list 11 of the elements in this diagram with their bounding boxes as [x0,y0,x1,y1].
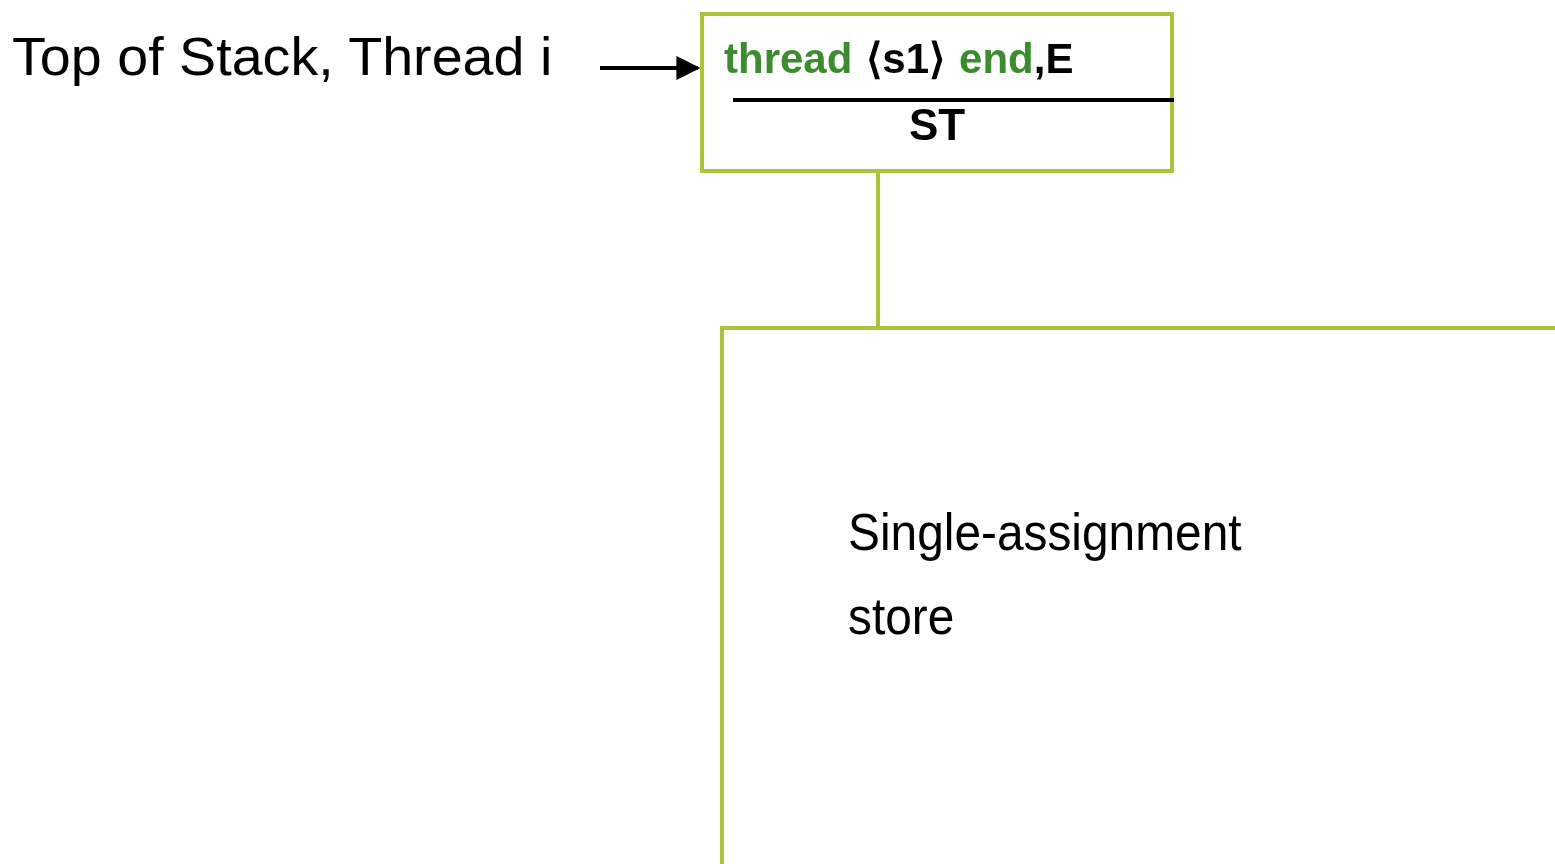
store-box [720,326,1555,864]
keyword-text: thread [724,35,853,83]
environment-text: ST [909,100,966,150]
stack-label: Top of Stack, Thread i [12,26,553,87]
keyword-text: end [959,35,1034,83]
arrow [600,56,701,80]
statement-text: ,E [1033,35,1074,83]
connector-line [876,173,880,326]
stack-frame-box [700,12,1174,173]
statement-text: ⟨s1⟩ [866,34,946,83]
store-label: Single-assignment store [848,502,1243,647]
